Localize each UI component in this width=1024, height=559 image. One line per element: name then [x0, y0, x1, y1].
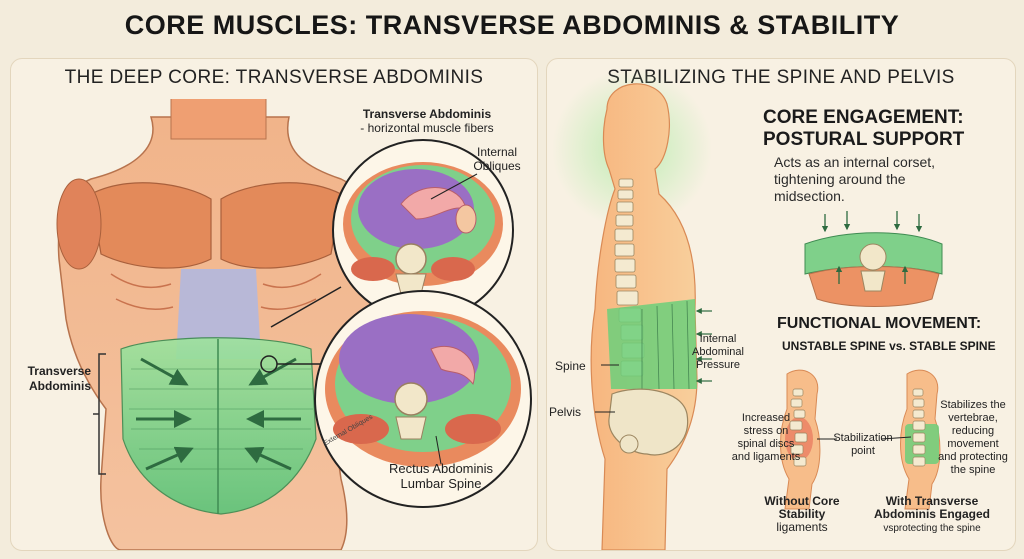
spine-label: Spine	[555, 359, 586, 373]
body-profile-illustration	[552, 69, 943, 550]
pelvis-label: Pelvis	[549, 405, 582, 419]
without-3: ligaments	[776, 520, 828, 534]
without-1: Without Core	[764, 494, 840, 508]
stable-note: Stabilizes the vertebrae, reducing movem…	[938, 399, 1008, 476]
without-core-caption: Without Core Stability ligaments	[757, 495, 847, 534]
with-2: Abdominis Engaged	[873, 507, 990, 521]
page-title: CORE MUSCLES: TRANSVERSE ABDOMINIS & STA…	[124, 10, 900, 40]
with-1: With Transverse	[885, 494, 979, 508]
core-engagement-text: Acts as an internal corset, tightening a…	[774, 154, 936, 204]
with-ta-caption: With Transverse Abdominis Engaged vsprot…	[867, 495, 997, 535]
ta-sub-text: - horizontal muscle fibers	[360, 121, 494, 135]
without-2: Stability	[778, 507, 826, 521]
core-heading-1: CORE ENGAGEMENT:	[763, 107, 964, 128]
stabilization-point-label: Stabilization point	[833, 432, 893, 457]
functional-movement-heading: FUNCTIONAL MOVEMENT:	[777, 315, 982, 332]
transverse-abdominis-label: Transverse Abdominis	[27, 364, 91, 393]
lumbar-text: Lumbar Spine	[400, 476, 482, 491]
torso-illustration	[56, 99, 532, 550]
stress-note: Increased stress on spinal discs and lig…	[731, 412, 801, 463]
functional-movement-subheading: UNSTABLE SPINE vs. STABLE SPINE	[782, 339, 996, 353]
transverse-abdominis-heading: Transverse Abdominis - horizontal muscle…	[347, 107, 507, 135]
with-3: vsprotecting the spine	[883, 523, 981, 534]
core-heading-2: POSTURAL SUPPORT	[763, 129, 965, 150]
left-panel-title: THE DEEP CORE: TRANSVERSE ABDOMINIS	[64, 67, 484, 88]
internal-obliques-label: Internal Obliques	[473, 145, 521, 173]
pressure-label: Internal Abdominal Pressure	[692, 333, 744, 371]
right-panel-title: STABILIZING THE SPINE AND PELVIS	[607, 67, 955, 88]
rectus-text: Rectus Abdominis	[388, 461, 494, 476]
core-engagement-heading: CORE ENGAGEMENT: POSTURAL SUPPORT	[763, 107, 964, 151]
rectus-abdominis-label: Rectus Abdominis Lumbar Spine	[371, 461, 511, 491]
stability-panel: STABILIZING THE SPINE AND PELVIS	[546, 58, 1016, 551]
deep-core-panel: THE DEEP CORE: TRANSVERSE ABDOMINIS	[10, 58, 538, 551]
ta-heading-text: Transverse Abdominis	[362, 107, 492, 121]
